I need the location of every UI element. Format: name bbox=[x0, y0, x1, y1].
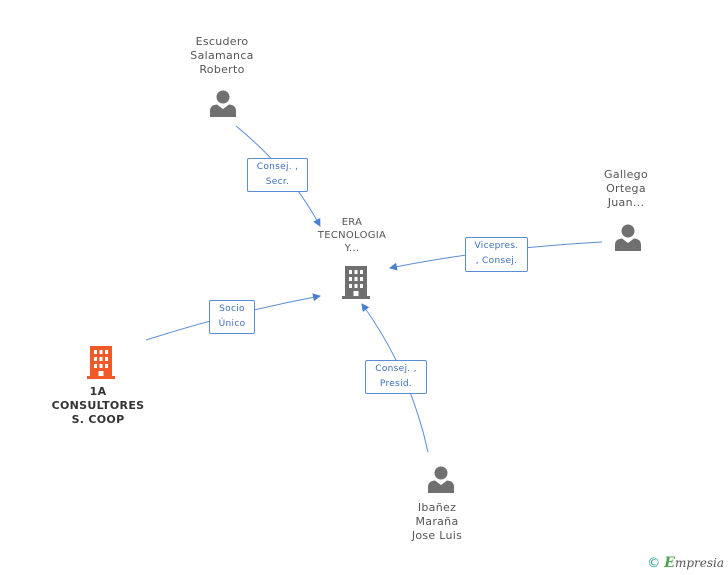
company-name-line: CONSULTORES bbox=[51, 399, 145, 412]
person-name-line: Ortega bbox=[606, 182, 646, 195]
brand-initial: E bbox=[664, 555, 675, 571]
edge-label-line: , Consej. bbox=[475, 256, 518, 266]
person-name-line: Juan... bbox=[607, 196, 645, 209]
person-name-line: Gallego bbox=[604, 168, 648, 181]
edge-label-line: Secr. bbox=[265, 177, 290, 187]
edge-label-escudero: Consej. , Secr. bbox=[247, 158, 308, 192]
brand-rest: mpresia bbox=[674, 556, 724, 570]
edge-label-line: Socio bbox=[219, 304, 245, 314]
person-icon[interactable] bbox=[614, 223, 642, 251]
person-icon[interactable] bbox=[427, 465, 455, 493]
person-icon[interactable] bbox=[209, 89, 237, 117]
person-name-line: Jose Luis bbox=[411, 529, 463, 542]
edge-label-line: Único bbox=[218, 319, 246, 329]
center-company-line: TECNOLOGIA bbox=[317, 230, 387, 241]
person-label-ibanez[interactable]: Ibañez Maraña Jose Luis bbox=[377, 501, 497, 543]
brand-logo: Empresia bbox=[664, 555, 724, 571]
company-name-line: S. COOP bbox=[71, 413, 125, 426]
copyright-icon: © bbox=[647, 555, 661, 571]
person-name-line: Roberto bbox=[199, 63, 245, 76]
edge-label-ibanez: Consej. , Presid. bbox=[365, 360, 427, 394]
building-icon[interactable] bbox=[341, 264, 371, 300]
company-label-consultores[interactable]: 1A CONSULTORES S. COOP bbox=[38, 385, 158, 427]
person-name-line: Maraña bbox=[415, 515, 459, 528]
person-name-line: Escudero bbox=[195, 35, 249, 48]
footer-brand[interactable]: © Empresia bbox=[647, 555, 724, 571]
edge-label-line: Presid. bbox=[379, 379, 413, 389]
center-company-label[interactable]: ERA TECNOLOGIA Y... bbox=[292, 216, 412, 255]
edge-label-line: Vicepres. bbox=[474, 241, 519, 251]
company-name-line: 1A bbox=[89, 385, 107, 398]
center-company-line: ERA bbox=[341, 217, 363, 228]
edge-label-line: Consej. , bbox=[375, 364, 417, 374]
person-label-escudero[interactable]: Escudero Salamanca Roberto bbox=[162, 35, 282, 77]
center-company-line: Y... bbox=[344, 243, 360, 254]
edge-label-consultores: Socio Único bbox=[209, 300, 255, 334]
highlighted-building-icon[interactable] bbox=[86, 344, 116, 380]
person-name-line: Salamanca bbox=[190, 49, 254, 62]
edge-label-gallego: Vicepres. , Consej. bbox=[465, 237, 528, 272]
person-label-gallego[interactable]: Gallego Ortega Juan... bbox=[566, 168, 686, 210]
edge-label-line: Consej. , bbox=[256, 162, 299, 172]
person-name-line: Ibañez bbox=[417, 501, 457, 514]
